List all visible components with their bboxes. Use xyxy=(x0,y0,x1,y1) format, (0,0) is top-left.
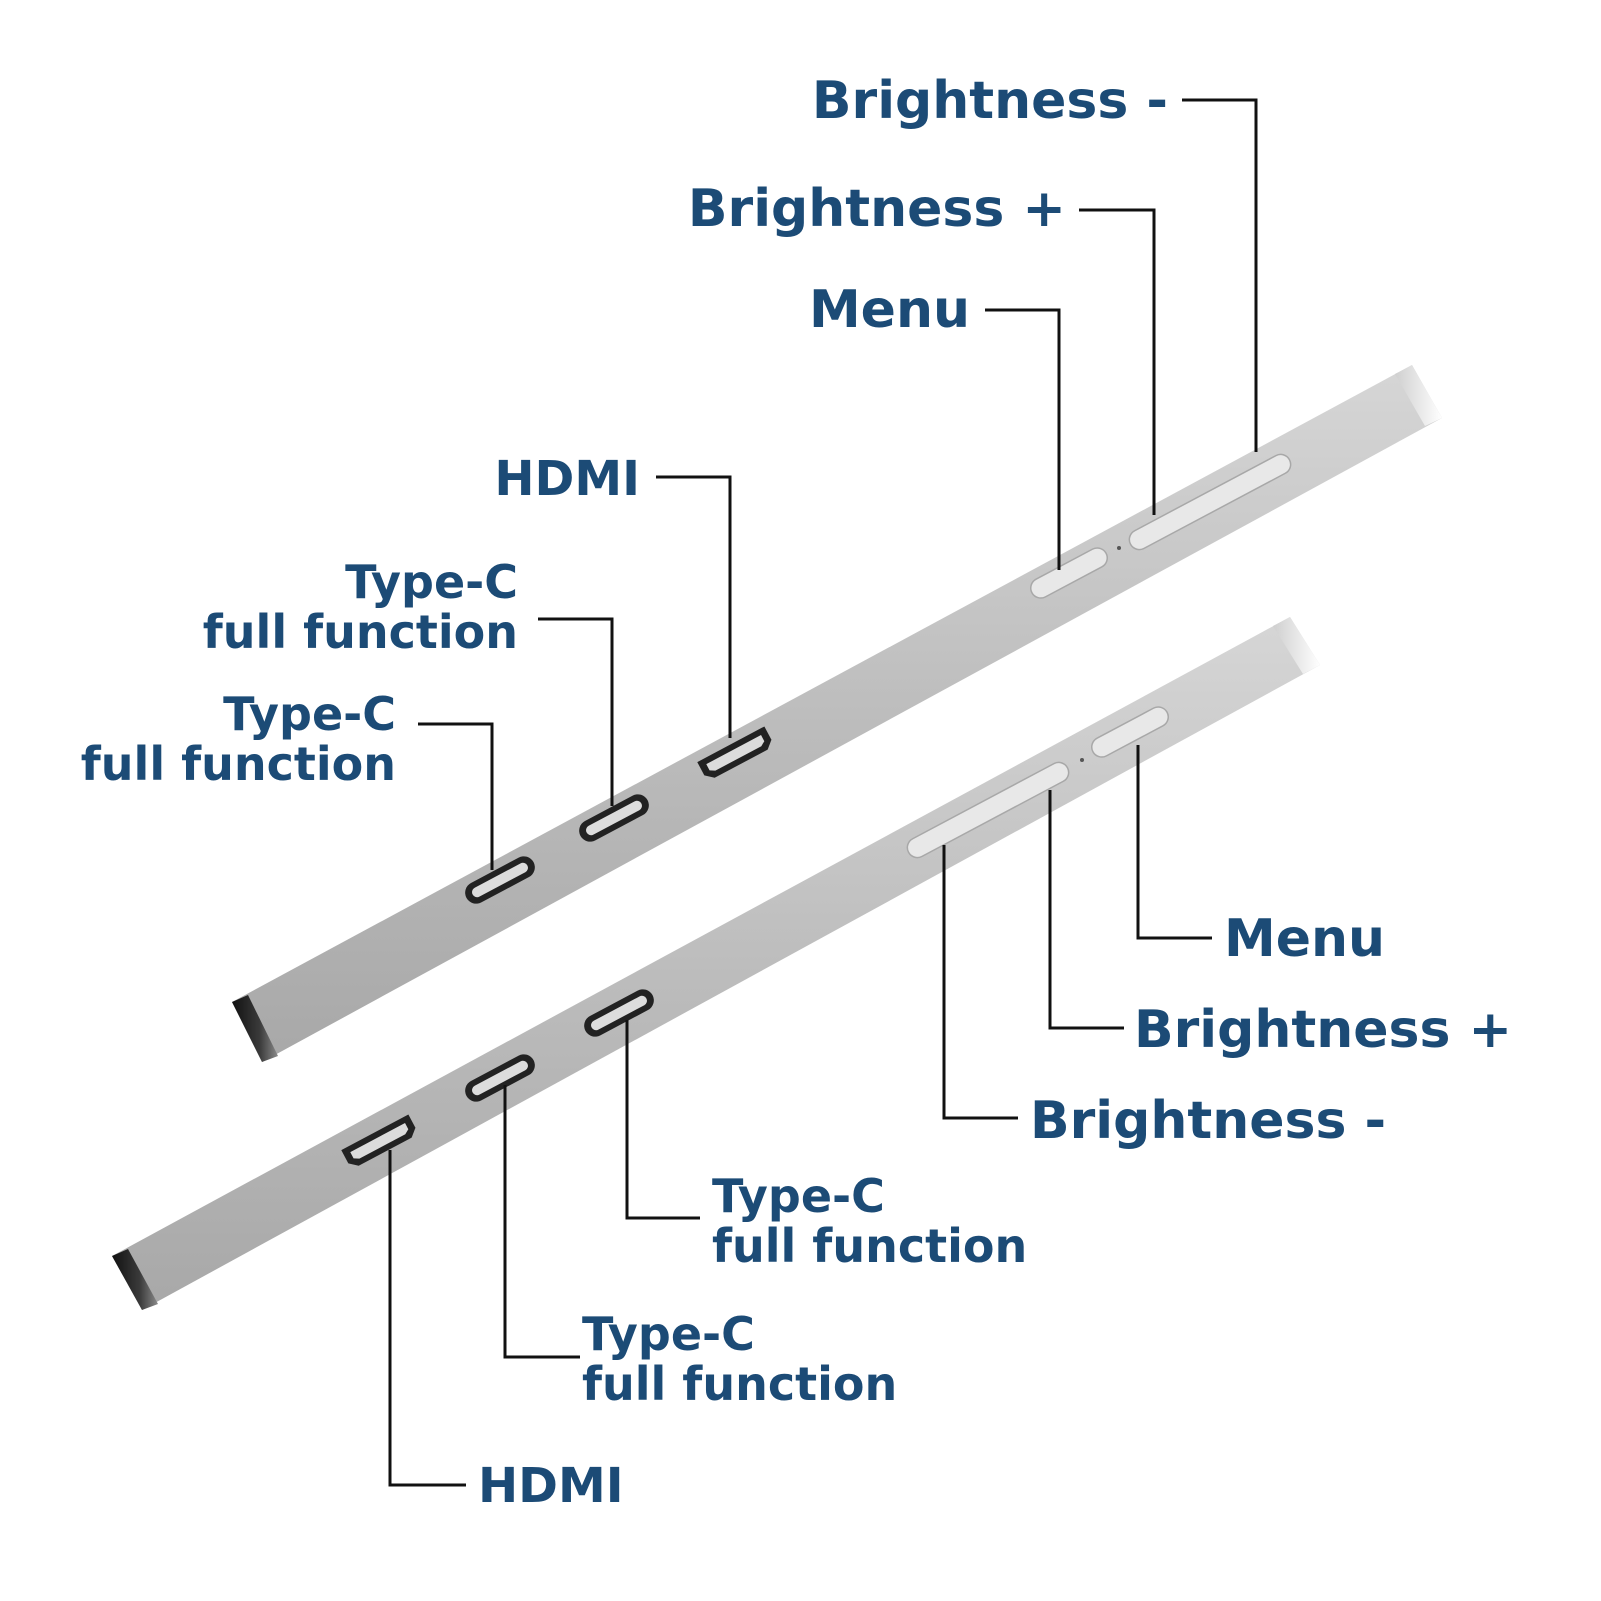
top-device-edge xyxy=(232,365,1442,1062)
bottom-type-c-port-2 xyxy=(584,989,654,1037)
leader-bottom-brightness-minus xyxy=(942,845,1018,1120)
leader-bottom-menu xyxy=(1136,745,1212,940)
bottom-indicator-dot xyxy=(1080,758,1084,762)
leader-bottom-type-c-1 xyxy=(503,1085,580,1359)
leader-top-brightness-minus xyxy=(1182,98,1258,452)
label-top-menu: Menu xyxy=(809,280,970,340)
top-hdmi-port xyxy=(697,726,772,778)
label-bottom-brightness-minus: Brightness - xyxy=(1030,1091,1386,1151)
label-bottom-menu: Menu xyxy=(1224,909,1385,969)
label-bottom-type-c-1-line1: Type-C xyxy=(582,1307,755,1361)
label-top-brightness-plus: Brightness + xyxy=(688,179,1066,239)
leader-top-brightness-plus xyxy=(1079,208,1156,515)
label-bottom-type-c-1-line2: full function xyxy=(582,1357,897,1411)
label-bottom-type-c-2-line1: Type-C xyxy=(712,1169,885,1223)
leader-top-type-c-2 xyxy=(538,617,614,806)
bottom-housing-end-cap xyxy=(112,1249,158,1310)
top-brightness-rocker xyxy=(1128,453,1292,551)
top-housing-end-highlight xyxy=(1395,365,1442,426)
top-indicator-dot xyxy=(1117,546,1121,550)
bottom-menu-button xyxy=(1090,706,1170,758)
label-bottom-hdmi: HDMI xyxy=(478,1458,624,1514)
label-top-type-c-1-line1: Type-C xyxy=(223,687,396,741)
leader-bottom-hdmi xyxy=(388,1150,466,1487)
top-type-c-port-2 xyxy=(579,794,649,842)
leader-bottom-type-c-2 xyxy=(625,1020,700,1220)
leader-top-hdmi xyxy=(656,475,732,738)
label-bottom-type-c-2-line2: full function xyxy=(712,1219,1027,1273)
leader-bottom-brightness-plus xyxy=(1048,790,1124,1030)
leader-top-menu xyxy=(985,308,1061,570)
top-type-c-port-1 xyxy=(465,856,535,904)
label-top-brightness-minus: Brightness - xyxy=(812,71,1168,131)
bottom-hdmi-port xyxy=(341,1114,416,1166)
label-top-type-c-2-line1: Type-C xyxy=(345,555,518,609)
bottom-brightness-rocker xyxy=(906,761,1070,859)
bottom-type-c-port-1 xyxy=(465,1054,535,1102)
label-top-hdmi: HDMI xyxy=(494,451,640,507)
bottom-device-edge xyxy=(112,617,1320,1310)
top-menu-button xyxy=(1029,547,1109,599)
leader-top-type-c-1 xyxy=(418,722,494,870)
label-bottom-brightness-plus: Brightness + xyxy=(1134,1000,1512,1060)
bottom-housing-end-highlight xyxy=(1273,617,1320,674)
label-top-type-c-1-line2: full function xyxy=(81,737,396,791)
label-top-type-c-2-line2: full function xyxy=(203,605,518,659)
top-housing-end-cap xyxy=(232,995,278,1062)
